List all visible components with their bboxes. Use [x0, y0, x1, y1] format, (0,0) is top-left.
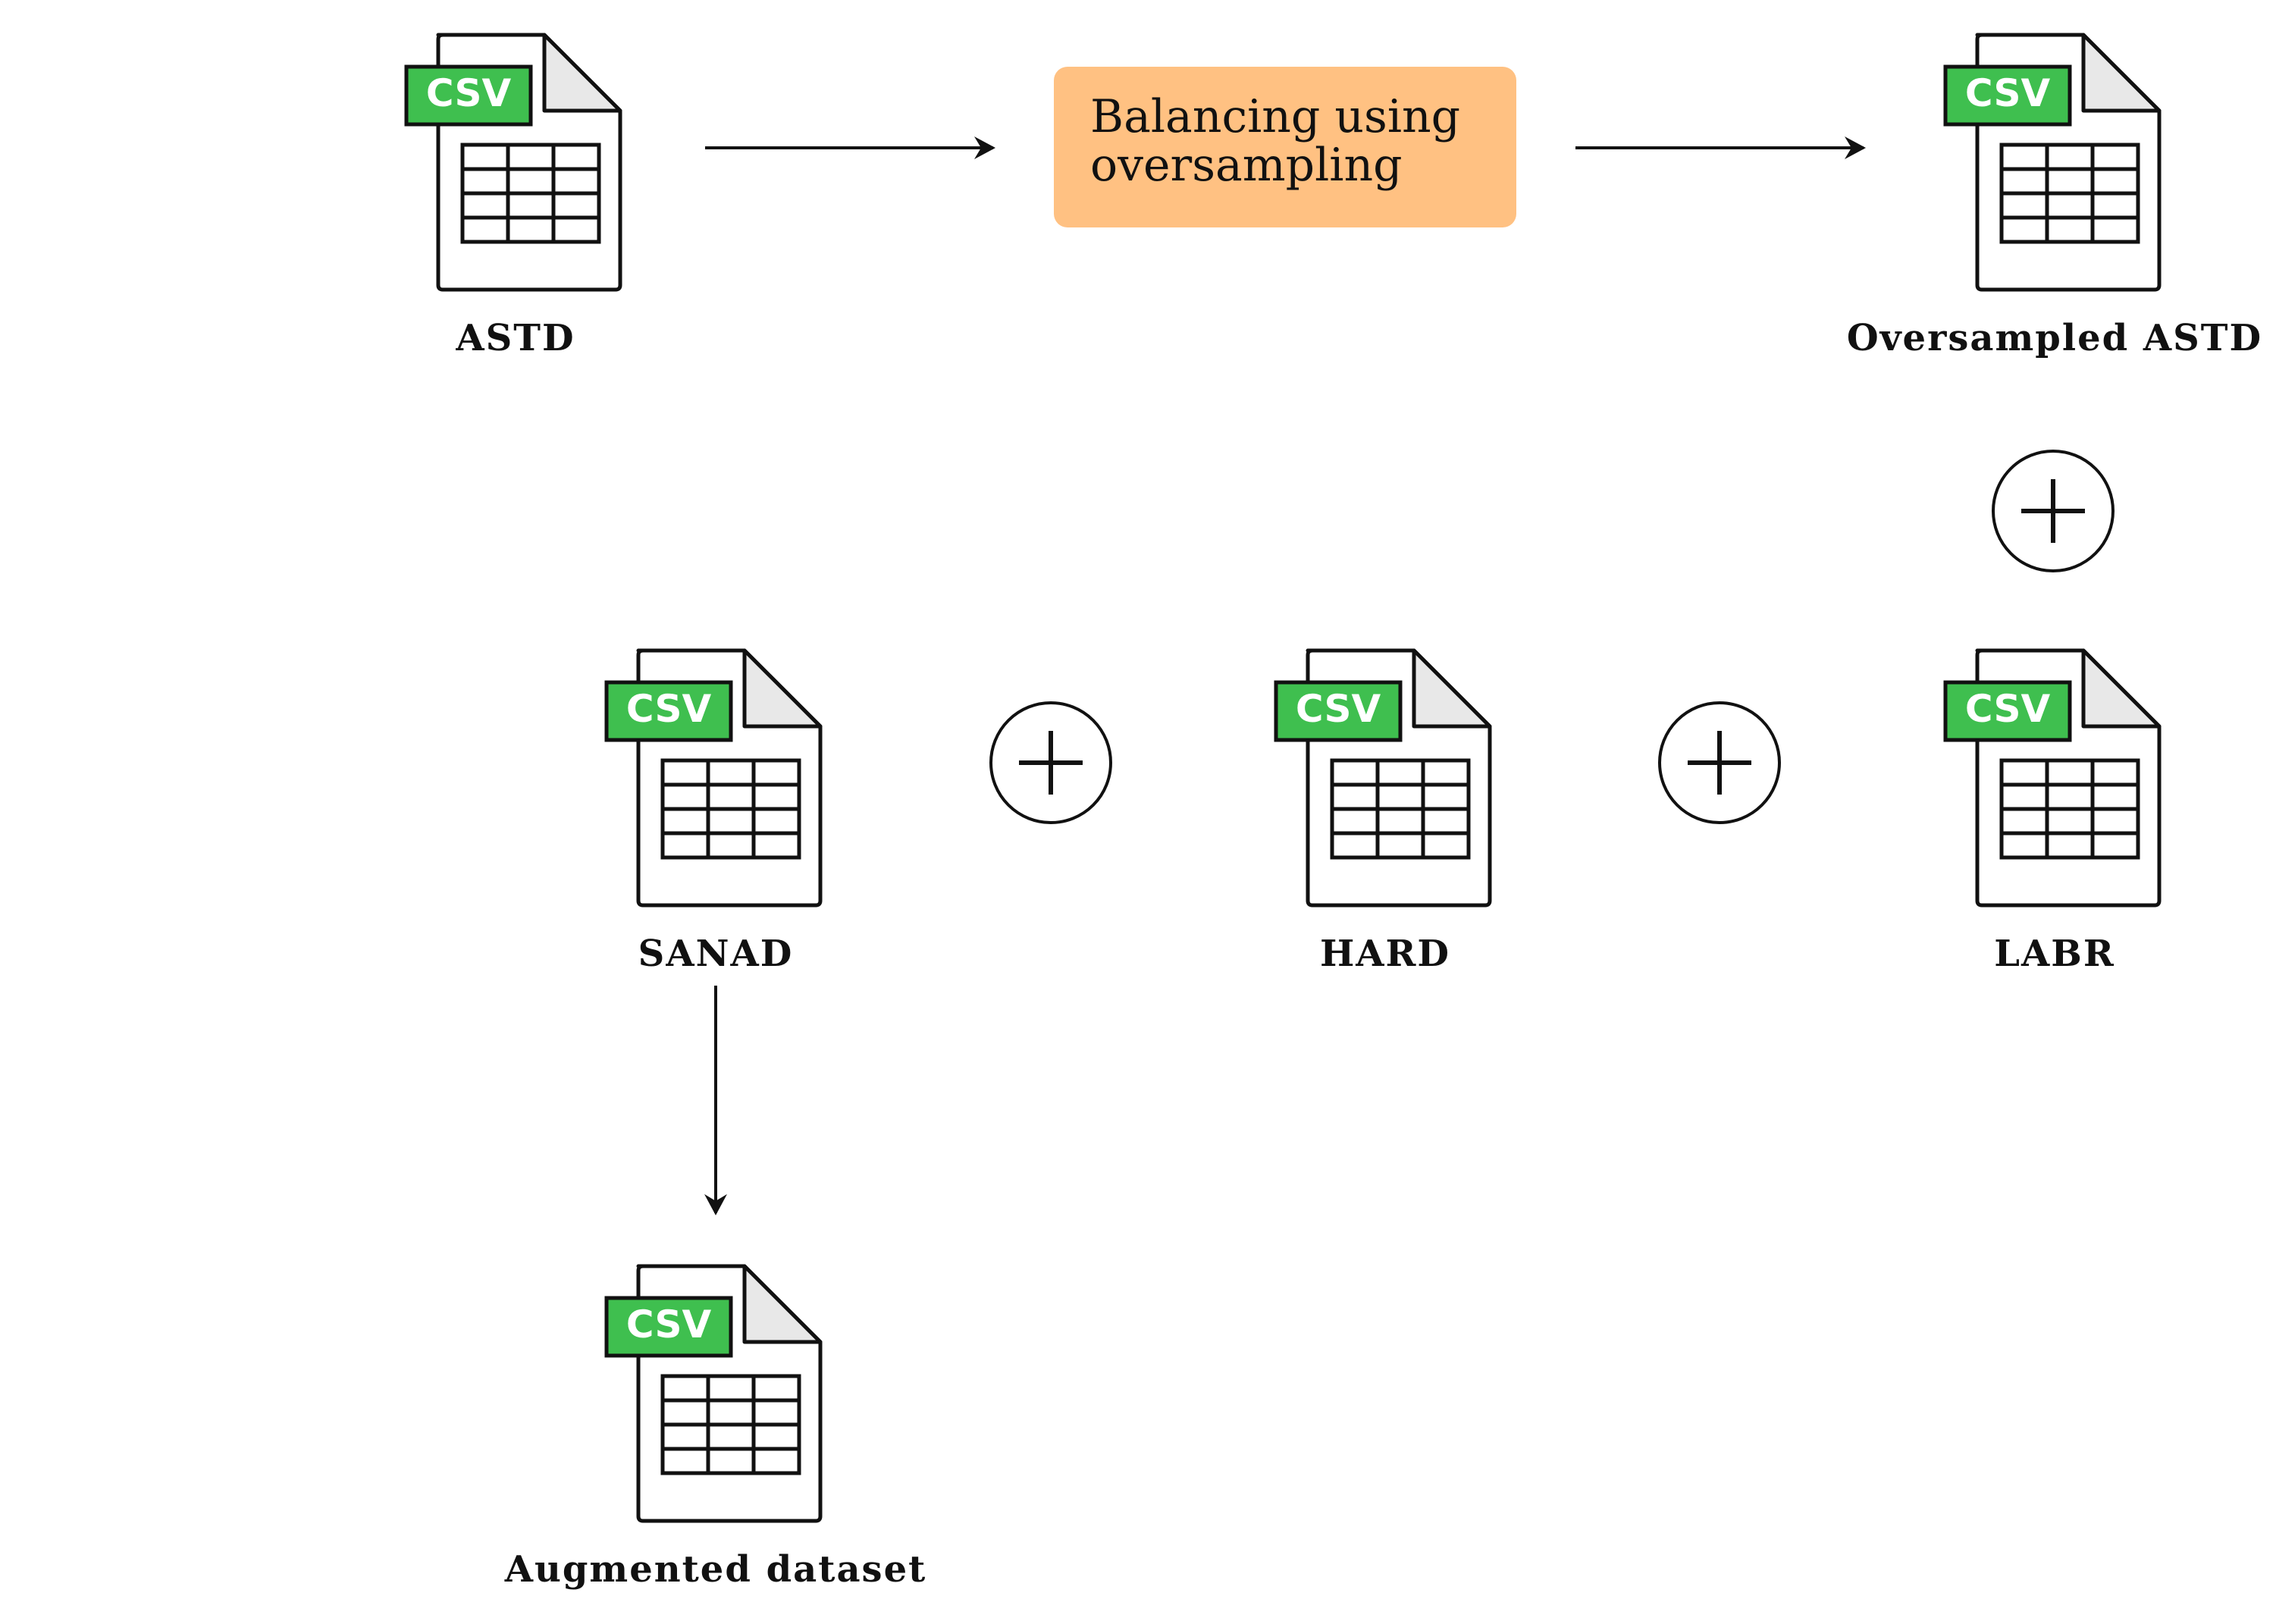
process-label-line2: oversampling	[1090, 139, 1403, 192]
file-icon-augmented-dataset: CSV	[607, 1266, 820, 1521]
file-icon-sanad: CSV	[607, 651, 820, 905]
file-label-augmented-dataset: Augmented dataset	[504, 1548, 927, 1591]
csv-badge-oversampled-astd: CSV	[1965, 71, 2051, 115]
file-label-labr: LABR	[1994, 933, 2115, 975]
plus-icon-sanad-hard	[991, 703, 1111, 823]
csv-badge-astd: CSV	[426, 71, 512, 115]
file-label-hard: HARD	[1319, 933, 1451, 975]
file-icon-hard: CSV	[1276, 651, 1490, 905]
balancing-process-box: Balancing using oversampling	[1054, 67, 1516, 227]
file-label-oversampled-astd: Oversampled ASTD	[1846, 317, 2263, 359]
csv-badge-sanad: CSV	[626, 687, 712, 731]
file-icon-oversampled-astd: CSV	[1945, 35, 2159, 290]
file-icon-labr: CSV	[1945, 651, 2159, 905]
csv-badge-hard: CSV	[1296, 687, 1381, 731]
file-label-astd: ASTD	[456, 317, 575, 359]
file-icon-astd: CSV	[406, 35, 620, 290]
file-label-sanad: SANAD	[638, 933, 794, 975]
plus-icon-hard-labr	[1660, 703, 1779, 823]
csv-badge-labr: CSV	[1965, 687, 2051, 731]
process-label-line1: Balancing using	[1090, 90, 1461, 143]
csv-badge-augmented-dataset: CSV	[626, 1303, 712, 1347]
plus-icon-oversampled-labr	[1993, 451, 2113, 571]
